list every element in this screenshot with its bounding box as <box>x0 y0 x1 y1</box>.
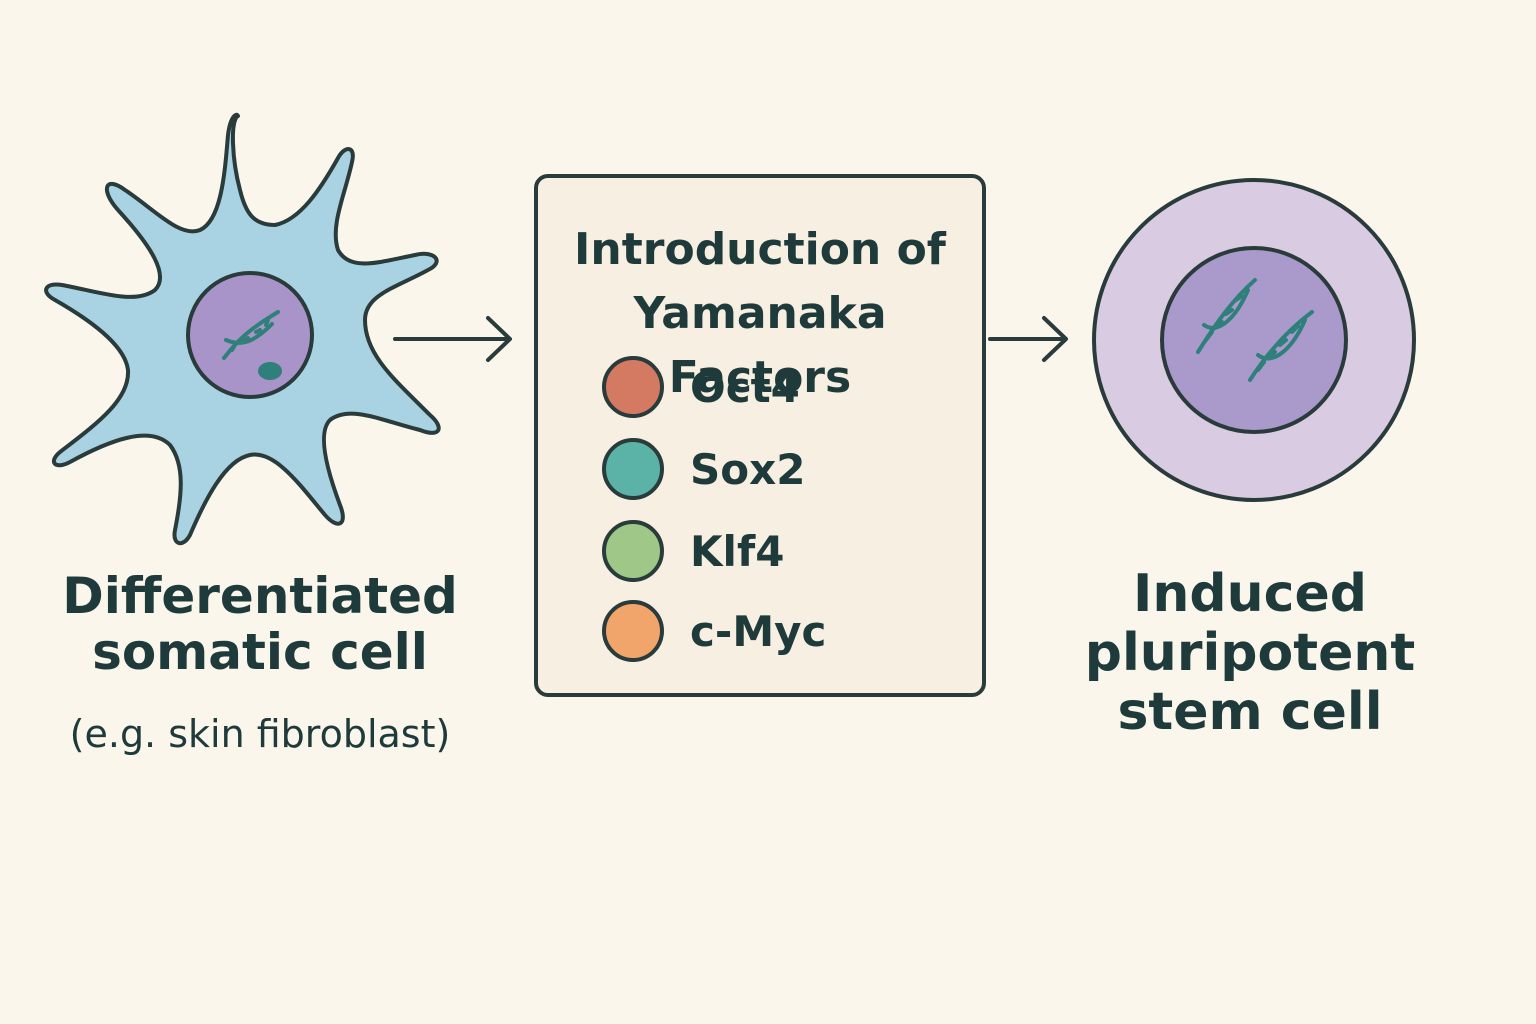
stem-cell-title-line3: stem cell <box>1117 681 1383 742</box>
somatic-cell-title-line1: Differentiated <box>62 567 458 625</box>
dna-helix-icon <box>222 310 280 360</box>
dna-helix-icon <box>1248 310 1314 382</box>
stem-cell-nucleus <box>1160 246 1348 434</box>
organelle-icon <box>258 362 282 380</box>
somatic-cell-title-line2: somatic cell <box>92 623 428 681</box>
factor-dot-klf4 <box>602 520 664 582</box>
factor-box-title-line1: Introduction of <box>574 224 946 275</box>
factor-dot-oct4 <box>602 356 664 418</box>
factor-name-oct4: Oct4 <box>690 362 800 412</box>
factor-item-oct4: Oct4 <box>602 352 800 422</box>
somatic-nucleus <box>186 271 314 399</box>
arrow-right-icon <box>393 316 512 362</box>
factor-item-c-myc: c-Myc <box>602 596 826 666</box>
factor-item-sox2: Sox2 <box>602 434 805 504</box>
factor-name-sox2: Sox2 <box>690 444 806 494</box>
somatic-cell-icon <box>44 112 441 546</box>
factor-dot-sox2 <box>602 438 664 500</box>
factor-box-title: Introduction of Yamanaka Factors <box>538 218 982 409</box>
yamanaka-factors-box: Introduction of Yamanaka Factors Oct4 So… <box>534 174 986 697</box>
factor-item-klf4: Klf4 <box>602 516 784 586</box>
factor-box-title-line2: Yamanaka Factors <box>633 287 887 403</box>
somatic-cell-label: Differentiated somatic cell <box>40 568 480 680</box>
stem-cell-label: Induced pluripotent stem cell <box>1080 565 1420 741</box>
factor-dot-c-myc <box>602 600 664 662</box>
stem-cell-title-line2: pluripotent <box>1084 622 1416 683</box>
dna-helix-icon <box>1196 278 1257 354</box>
factor-name-c-myc: c-Myc <box>690 606 827 656</box>
stem-cell-icon <box>1092 178 1416 502</box>
factor-name-klf4: Klf4 <box>690 526 785 576</box>
stem-cell-title-line1: Induced <box>1133 564 1367 624</box>
somatic-cell-subtitle: (e.g. skin fibroblast) <box>69 712 451 756</box>
arrow-right-icon <box>988 316 1068 362</box>
